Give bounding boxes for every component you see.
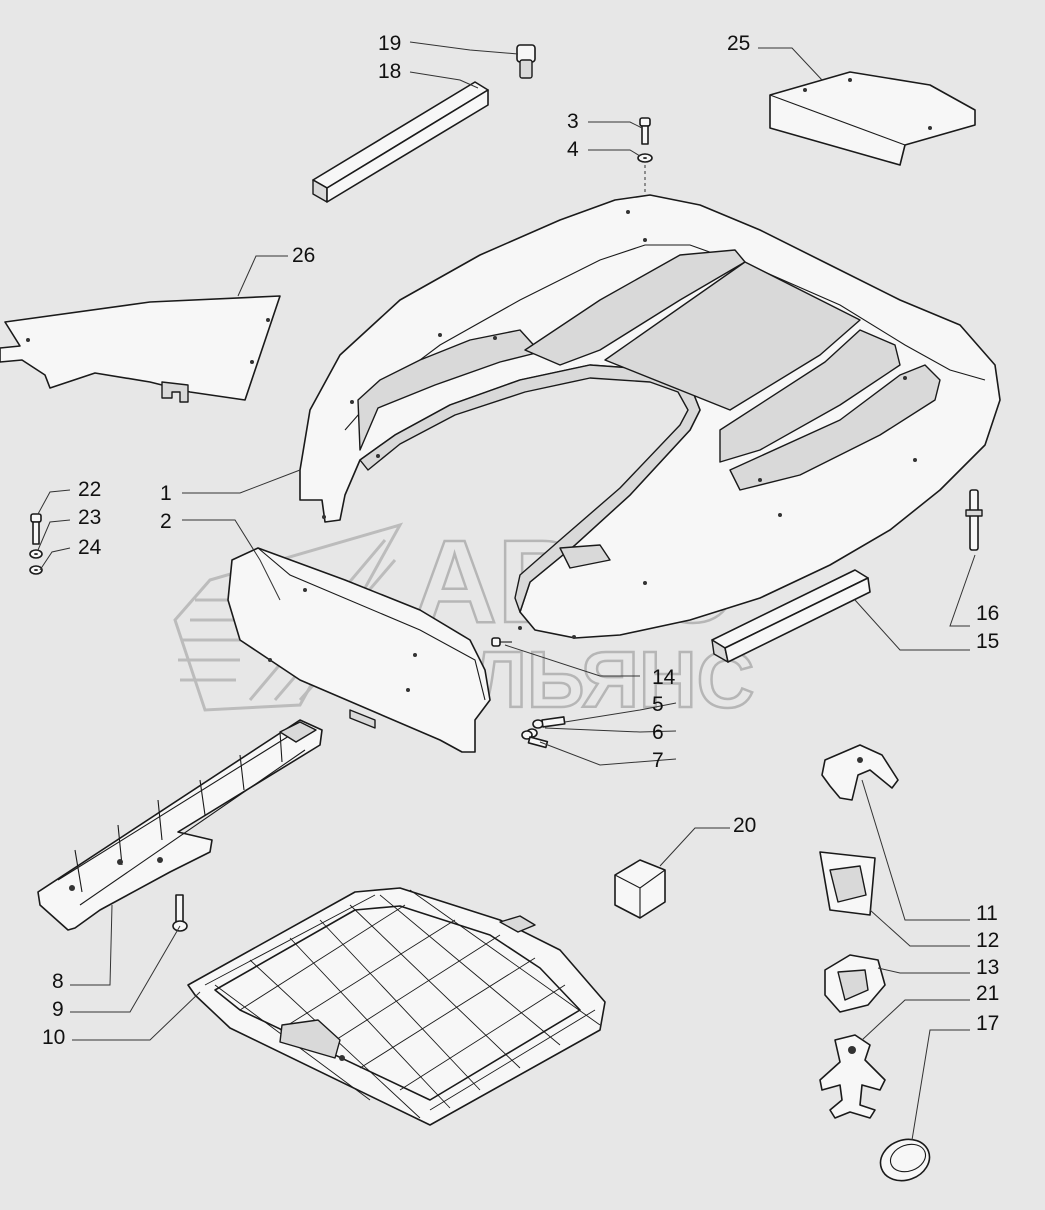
callout-12: 12 bbox=[976, 929, 999, 952]
callout-16: 16 bbox=[976, 602, 999, 625]
callout-26: 26 bbox=[292, 244, 315, 267]
callout-24: 24 bbox=[78, 536, 102, 559]
part-14-screw bbox=[491, 637, 512, 647]
part-19-nut bbox=[516, 44, 536, 79]
callout-8: 8 bbox=[52, 970, 64, 993]
callout-15: 15 bbox=[976, 630, 999, 653]
callout-10: 10 bbox=[42, 1026, 65, 1049]
callout-25: 25 bbox=[727, 32, 750, 55]
callout-2: 2 bbox=[160, 510, 172, 533]
callout-7: 7 bbox=[652, 749, 664, 772]
part-12-gasket bbox=[819, 851, 876, 916]
part-10-cushion bbox=[187, 887, 606, 1126]
callout-3: 3 bbox=[567, 110, 579, 133]
part-22-bolt bbox=[30, 513, 42, 545]
callout-18: 18 bbox=[378, 60, 401, 83]
callout-23: 23 bbox=[78, 506, 101, 529]
part-16-stud bbox=[965, 489, 983, 551]
callout-labels: 19 18 25 3 4 26 22 1 2 23 24 16 15 14 5 … bbox=[42, 32, 999, 1049]
part-25-plate bbox=[769, 71, 976, 166]
part-20-block bbox=[614, 859, 666, 919]
callout-21: 21 bbox=[976, 982, 999, 1005]
part-3-screw bbox=[639, 117, 651, 145]
callout-17: 17 bbox=[976, 1012, 999, 1035]
part-17-cap bbox=[879, 1138, 931, 1182]
callout-9: 9 bbox=[52, 998, 64, 1021]
part-13-ring bbox=[824, 954, 886, 1013]
callout-6: 6 bbox=[652, 721, 664, 744]
part-9-bolt bbox=[172, 894, 188, 932]
part-5-screw bbox=[532, 716, 566, 729]
part-11-profile bbox=[821, 744, 899, 801]
part-15-rail bbox=[711, 569, 871, 663]
callout-1: 1 bbox=[160, 482, 172, 505]
callout-19: 19 bbox=[378, 32, 401, 55]
callout-22: 22 bbox=[78, 478, 101, 501]
part-7-bolt bbox=[521, 730, 549, 749]
part-23-washer bbox=[29, 549, 43, 559]
part-8-side-rail bbox=[37, 719, 323, 931]
callout-5: 5 bbox=[652, 693, 664, 716]
callout-14: 14 bbox=[652, 666, 676, 689]
leader-lines bbox=[37, 41, 976, 1141]
part-26-panel bbox=[0, 295, 281, 403]
callout-20: 20 bbox=[733, 814, 756, 837]
part-18-bar bbox=[312, 81, 489, 203]
part-24-washer bbox=[29, 565, 43, 575]
part-21-clip bbox=[819, 1034, 886, 1119]
callout-11: 11 bbox=[976, 902, 998, 925]
part-2-front-block bbox=[227, 547, 491, 753]
callout-13: 13 bbox=[976, 956, 999, 979]
part-1-seat-base bbox=[299, 194, 1001, 639]
part-4-washer bbox=[637, 153, 653, 163]
callout-4: 4 bbox=[567, 138, 579, 161]
